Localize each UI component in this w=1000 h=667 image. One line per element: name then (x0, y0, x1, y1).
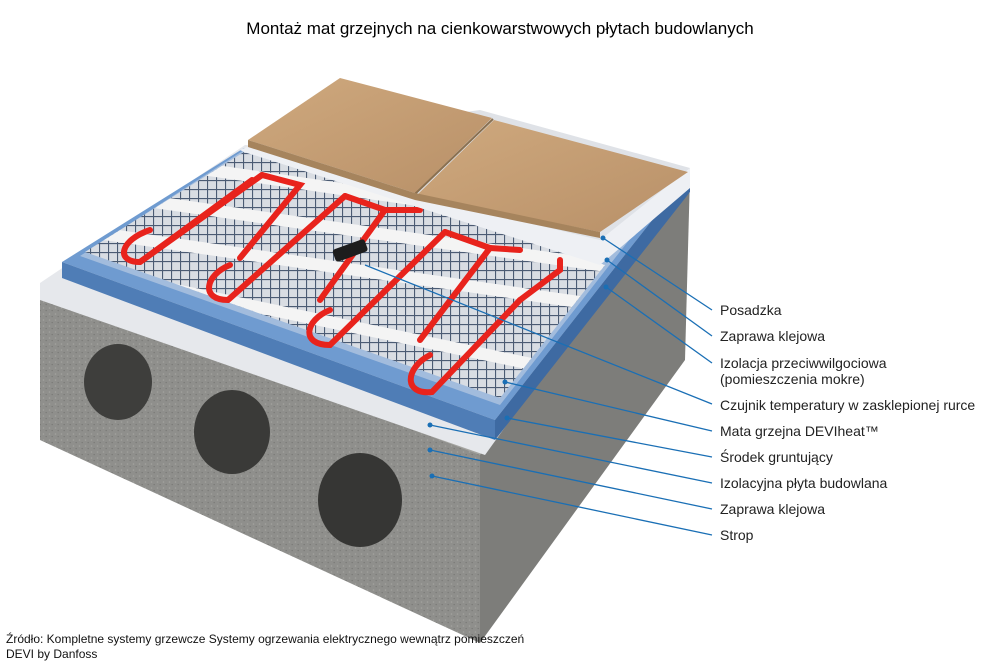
heating-cable (121, 172, 563, 396)
slab-hole (194, 390, 270, 474)
floor-tile-edge (248, 140, 600, 238)
insulation-board-front (62, 262, 495, 440)
label-zaprawa-klejowa-upper: Zaprawa klejowa (720, 328, 826, 344)
tile-joint (414, 118, 494, 195)
label-zaprawa-klejowa-lower: Zaprawa klejowa (720, 501, 826, 517)
label-czujnik-temperatury: Czujnik temperatury w zasklepionej rurce (720, 397, 976, 413)
slab-hole (318, 453, 402, 547)
label-pomieszczenia-mokre: (pomieszczenia mokre) (720, 371, 865, 387)
leader-dots (427, 235, 610, 479)
slab-hole (84, 344, 152, 420)
floor-tile-right (417, 120, 688, 232)
temperature-sensor (332, 239, 368, 262)
label-izolacyjna-plyta: Izolacyjna płyta budowlana (720, 475, 888, 491)
source-caption: Źródło: Kompletne systemy grzewcze Syste… (6, 632, 524, 662)
insulation-board-side (495, 172, 690, 440)
diagram-title: Montaż mat grzejnych na cienkowarstwowyc… (246, 19, 754, 38)
label-srodek-gruntujacy: Środek gruntujący (720, 449, 833, 465)
label-strop: Strop (720, 527, 754, 543)
label-izolacja-przeciwwilgociowa: Izolacja przeciwwilgociowa (720, 355, 887, 371)
floor-tile-left (248, 78, 492, 193)
source-line-1: Źródło: Kompletne systemy grzewcze Syste… (6, 632, 525, 646)
label-posadzka: Posadzka (720, 302, 782, 318)
leader-lines (364, 237, 713, 536)
label-mata-grzejna: Mata grzejna DEVIheat™ (720, 423, 879, 439)
slab-side (480, 175, 690, 643)
source-line-2: DEVI by Danfoss (6, 647, 98, 661)
